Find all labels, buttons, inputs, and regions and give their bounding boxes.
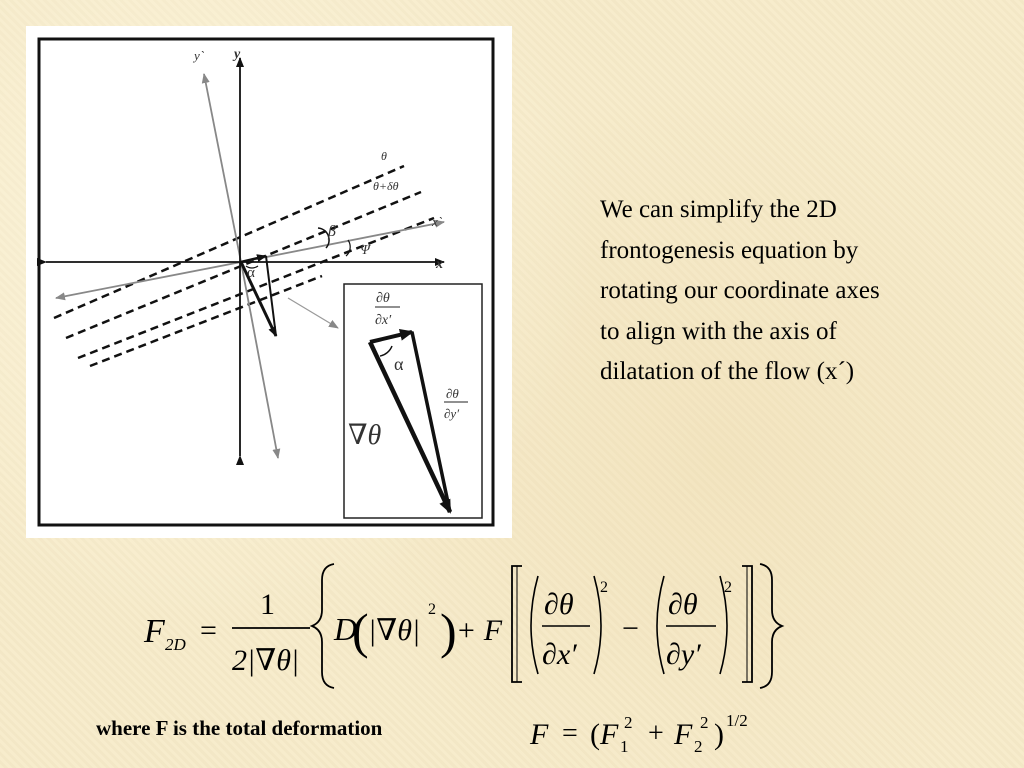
inset-alpha-arc: [379, 345, 393, 357]
beta-label: β: [327, 223, 336, 240]
x-prime-label: x`: [431, 214, 443, 229]
y-prime-axis: [201, 73, 242, 263]
paren-left: [530, 575, 539, 675]
eq-partial-x: ∂x′: [542, 638, 577, 671]
eq2-close-paren: ): [714, 718, 724, 751]
eq2-F: F: [529, 718, 549, 751]
x-prime-axis: [240, 219, 445, 263]
inset-dtheta-dx-denominator: ∂x′: [375, 313, 392, 328]
inset-alpha-label: α: [394, 354, 404, 374]
description-line: dilatation of the flow (x´): [600, 358, 855, 385]
eq2-sub2: 2: [694, 737, 703, 756]
eq-grad-theta-abs: |∇θ|: [368, 614, 420, 647]
eq2-plus: +: [648, 718, 664, 749]
diagram-frame: [37, 37, 495, 527]
inset-dtheta-dy-numerator: ∂θ: [446, 386, 459, 401]
paren-right: [719, 575, 728, 675]
description-line: to align with the axis of: [600, 317, 837, 345]
y-label: y: [232, 47, 241, 62]
eq2-sup1: 2: [624, 713, 633, 732]
alpha-arc: [245, 265, 259, 269]
right-bracket: [742, 565, 753, 683]
eq-partial-theta: ∂θ: [668, 588, 698, 621]
paren-right: [593, 575, 602, 675]
psi-label: Ψ: [360, 243, 371, 258]
right-brace: [759, 563, 785, 689]
eq-close-paren: ): [440, 603, 457, 659]
theta-plus-dtheta-label: θ+δθ: [373, 179, 399, 193]
isentrope-line: [65, 190, 422, 340]
x-label: x: [435, 257, 443, 272]
eq-numerator-one: 1: [260, 588, 275, 621]
dtheta-dx-vector: [369, 328, 414, 344]
inset-dtheta-dx-numerator: ∂θ: [376, 291, 390, 306]
grad-theta-vector-small: [239, 261, 278, 337]
dtheta-dx-vector-small: [240, 254, 267, 264]
eq-open-paren: (: [352, 603, 369, 659]
eq2-F1: F: [599, 718, 619, 751]
eq-square: 2: [600, 579, 608, 596]
eq-square: 2: [428, 601, 436, 618]
eq-square: 2: [724, 579, 732, 596]
isentrope-line: [89, 274, 323, 368]
y-prime-axis-negative: [240, 261, 281, 459]
eq-partial-theta: ∂θ: [544, 588, 574, 621]
eq-D: D: [333, 611, 357, 647]
eq-F: F: [143, 613, 166, 650]
eq-denominator: 2|∇θ|: [232, 644, 299, 677]
eq2-sup2: 2: [700, 713, 709, 732]
dtheta-dy-vector: [410, 331, 452, 513]
inset-box: [343, 283, 483, 519]
dtheta-dy-vector-small: [265, 255, 277, 337]
description-text: We can simplify the 2D frontogenesis equ…: [600, 190, 1000, 393]
inset-grad-theta-label: ∇θ: [348, 420, 382, 451]
x-prime-axis-negative: [55, 261, 242, 301]
diagram-panel: y` y θ θ+δθ x` β Ψ x α ∂θ ∂x′ α ∇θ ∂θ ∂y…: [26, 26, 512, 538]
eq2-equals: =: [562, 718, 578, 749]
eq2-sub1: 1: [620, 737, 629, 756]
eq2-open-paren: (: [590, 718, 600, 751]
eq2-F2: F: [673, 718, 693, 751]
inset-dtheta-dy-denominator: ∂y′: [444, 406, 459, 421]
isentrope-line: [53, 164, 405, 320]
y-prime-label: y`: [192, 48, 205, 63]
description-line: frontogenesis equation by: [600, 236, 859, 264]
alpha-label: α: [247, 265, 255, 281]
isentrope-line: [77, 216, 435, 360]
theta-label: θ: [381, 149, 387, 163]
psi-arc: [345, 239, 351, 257]
coordinate-diagram: y` y θ θ+δθ x` β Ψ x α ∂θ ∂x′ α ∇θ ∂θ ∂y…: [37, 37, 495, 527]
grad-theta-vector: [367, 341, 453, 514]
eq-minus: −: [622, 612, 639, 645]
eq-sub-2D: 2D: [165, 635, 187, 654]
inset-pointer: [287, 297, 339, 329]
beta-arc: [317, 227, 330, 249]
footnote-text: where F is the total deformation: [96, 716, 383, 740]
left-brace: [309, 563, 335, 689]
description-line: rotating our coordinate axes: [600, 277, 880, 304]
paren-left: [656, 575, 665, 675]
eq-partial-y: ∂y′: [666, 638, 701, 671]
eq-equals: =: [200, 614, 217, 647]
eq2-exponent: 1/2: [726, 711, 748, 730]
eq-plus-F: + F: [456, 614, 503, 647]
description-line: We can simplify the 2D: [600, 196, 837, 223]
left-bracket: [511, 565, 522, 683]
